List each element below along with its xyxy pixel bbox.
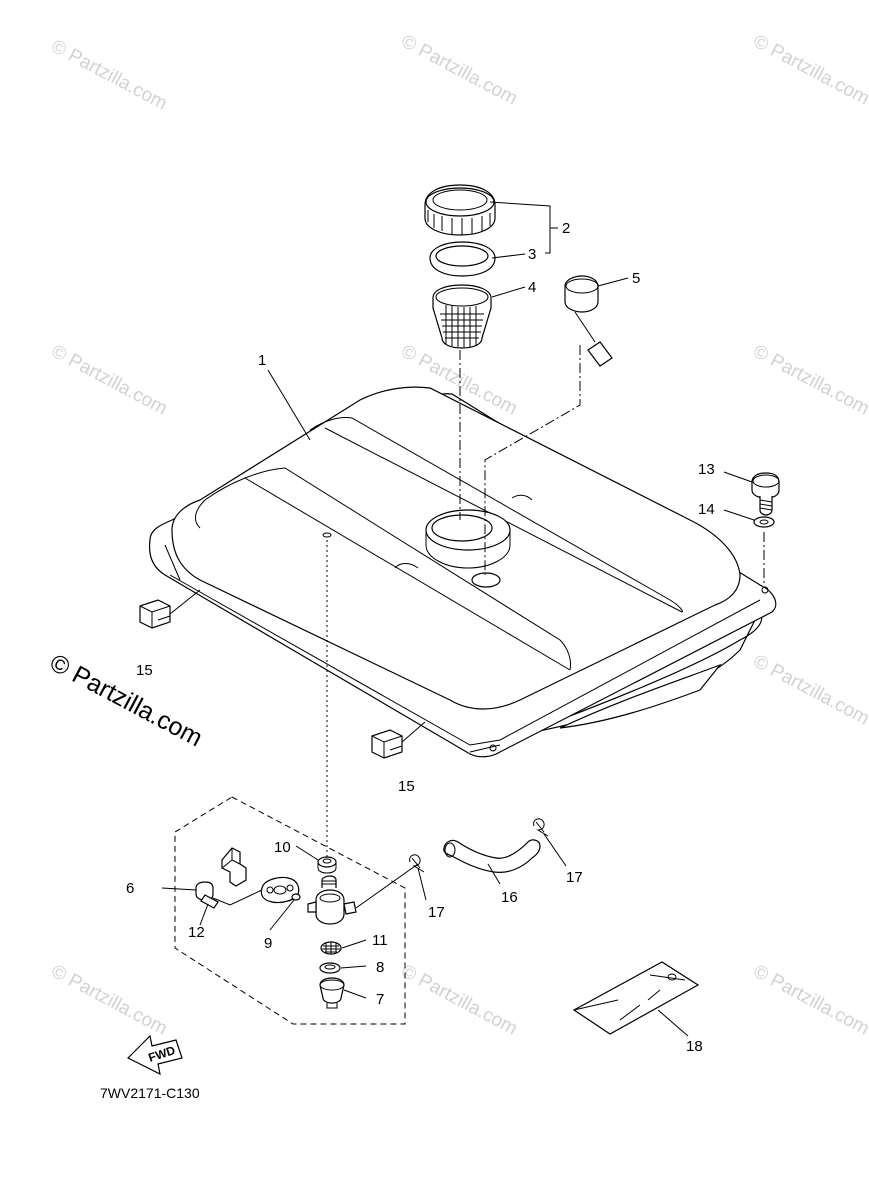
callout-12: 12 (188, 924, 205, 941)
callout-9: 9 (264, 935, 272, 952)
watermark: © Partzilla.com (398, 31, 521, 110)
callout-10: 10 (274, 839, 291, 856)
fuel-tank (148, 386, 777, 758)
fuel-strainer (432, 284, 492, 349)
callout-5: 5 (632, 270, 640, 287)
diagram-code: 7WV2171-C130 (100, 1085, 200, 1101)
callout-15: 15 (398, 778, 415, 795)
hose-clip (533, 818, 549, 837)
callout-17: 17 (566, 869, 583, 886)
cock-lever (221, 847, 247, 887)
cock-washer (317, 856, 337, 874)
fuel-cup (319, 977, 345, 1009)
callout-8: 8 (376, 959, 384, 976)
filter-screen (320, 941, 342, 955)
fuel-cock (307, 875, 357, 925)
watermark: © Partzilla.com (48, 341, 171, 420)
callout-7: 7 (376, 991, 384, 1008)
callout-6: 6 (126, 880, 134, 897)
brand-logo-text: © Partzilla.com (45, 649, 207, 753)
callout-15: 15 (136, 662, 153, 679)
watermark: © Partzilla.com (750, 31, 869, 110)
fuel-cap (424, 184, 496, 236)
damper (139, 599, 171, 629)
callout-4: 4 (528, 279, 536, 296)
watermark: © Partzilla.com (750, 961, 869, 1040)
bolt (751, 472, 780, 516)
watermark: © Partzilla.com (48, 36, 171, 115)
callout-1: 1 (258, 352, 266, 369)
callout-18: 18 (686, 1038, 703, 1055)
callout-11: 11 (372, 932, 388, 949)
fuel-gauge (564, 275, 613, 367)
washer (753, 516, 775, 528)
callout-14: 14 (698, 501, 715, 518)
fuel-hose (443, 839, 541, 873)
cap-gasket (429, 241, 496, 277)
o-ring (291, 893, 301, 901)
watermark: © Partzilla.com (750, 341, 869, 420)
damper (371, 729, 403, 759)
hose-clip (409, 854, 425, 873)
cup-o-ring (319, 962, 341, 974)
callout-13: 13 (698, 461, 715, 478)
watermark: © Partzilla.com (398, 961, 521, 1040)
callout-16: 16 (501, 889, 518, 906)
callout-labels: 1 2 3 4 5 6 7 8 9 10 11 12 13 14 15 15 1… (126, 220, 715, 1055)
cock-gasket-plate (260, 876, 300, 904)
callout-2: 2 (562, 220, 570, 237)
screw (195, 881, 219, 909)
leader-lines (161, 201, 765, 1037)
parts-bag (572, 961, 700, 1035)
callout-17: 17 (428, 904, 445, 921)
watermark: © Partzilla.com (750, 651, 869, 730)
forward-arrow-icon: FWD (126, 1034, 183, 1076)
watermark: © Partzilla.com (48, 961, 171, 1040)
callout-3: 3 (528, 246, 536, 263)
assembly-outline (174, 796, 406, 1025)
